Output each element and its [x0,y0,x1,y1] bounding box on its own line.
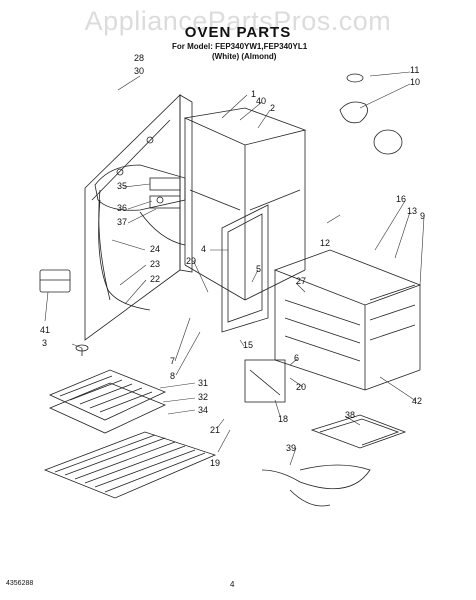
callout-8: 8 [170,371,175,381]
callout-24: 24 [150,244,160,254]
callout-10: 10 [410,77,420,87]
callout-36: 36 [117,203,127,213]
callout-5: 5 [256,264,261,274]
oven-liner-drawing [273,249,422,391]
callout-21: 21 [210,425,220,435]
callout-31: 31 [198,378,208,388]
callout-4: 4 [201,244,206,254]
callout-20: 20 [296,382,306,392]
callout-34: 34 [198,405,208,415]
callout-6: 6 [294,353,299,363]
oven-rack-drawing [43,431,217,499]
variant-line: (White) (Almond) [212,52,277,61]
document-number: 4356288 [6,580,34,587]
broil-pan-drawing [48,369,167,434]
callout-19: 19 [210,458,220,468]
leader-lines [44,71,425,466]
oven-cavity-drawing [183,107,307,333]
callout-3: 3 [42,338,47,348]
callout-23: 23 [150,259,160,269]
callout-28: 28 [134,53,144,63]
callout-27: 27 [296,276,306,286]
callout-13: 13 [407,206,417,216]
callout-9: 9 [420,211,425,221]
callout-41: 41 [40,325,50,335]
callout-numbers: 28 30 1 40 2 11 10 35 36 37 24 23 22 29 … [40,53,425,468]
latch-drawing [244,359,286,403]
callout-29: 29 [186,256,196,266]
callout-12: 12 [320,238,330,248]
callout-37: 37 [117,217,127,227]
bake-element-drawing [261,464,371,507]
wiring-drawing [94,164,186,311]
leveling-leg-drawing [75,344,89,356]
oven-light-drawing [339,73,403,155]
callout-1: 1 [251,89,256,99]
callout-15: 15 [243,340,253,350]
callout-42: 42 [412,396,422,406]
callout-40: 40 [256,96,266,106]
callout-7: 7 [170,356,175,366]
terminal-block-drawing [39,269,71,293]
watermark: AppliancePartsPros.com [84,6,392,36]
callout-32: 32 [198,392,208,402]
callout-2: 2 [270,103,275,113]
callout-35: 35 [117,181,127,191]
page-number: 4 [230,580,235,589]
callout-38: 38 [345,410,355,420]
callout-22: 22 [150,274,160,284]
callout-39: 39 [286,443,296,453]
broil-element-drawing [310,414,407,449]
callout-30: 30 [134,66,144,76]
callout-16: 16 [396,194,406,204]
callout-11: 11 [410,65,419,75]
model-line: For Model: FEP340YW1,FEP340YL1 [172,42,308,51]
callout-18: 18 [278,414,288,424]
page-title: OVEN PARTS [184,24,292,41]
